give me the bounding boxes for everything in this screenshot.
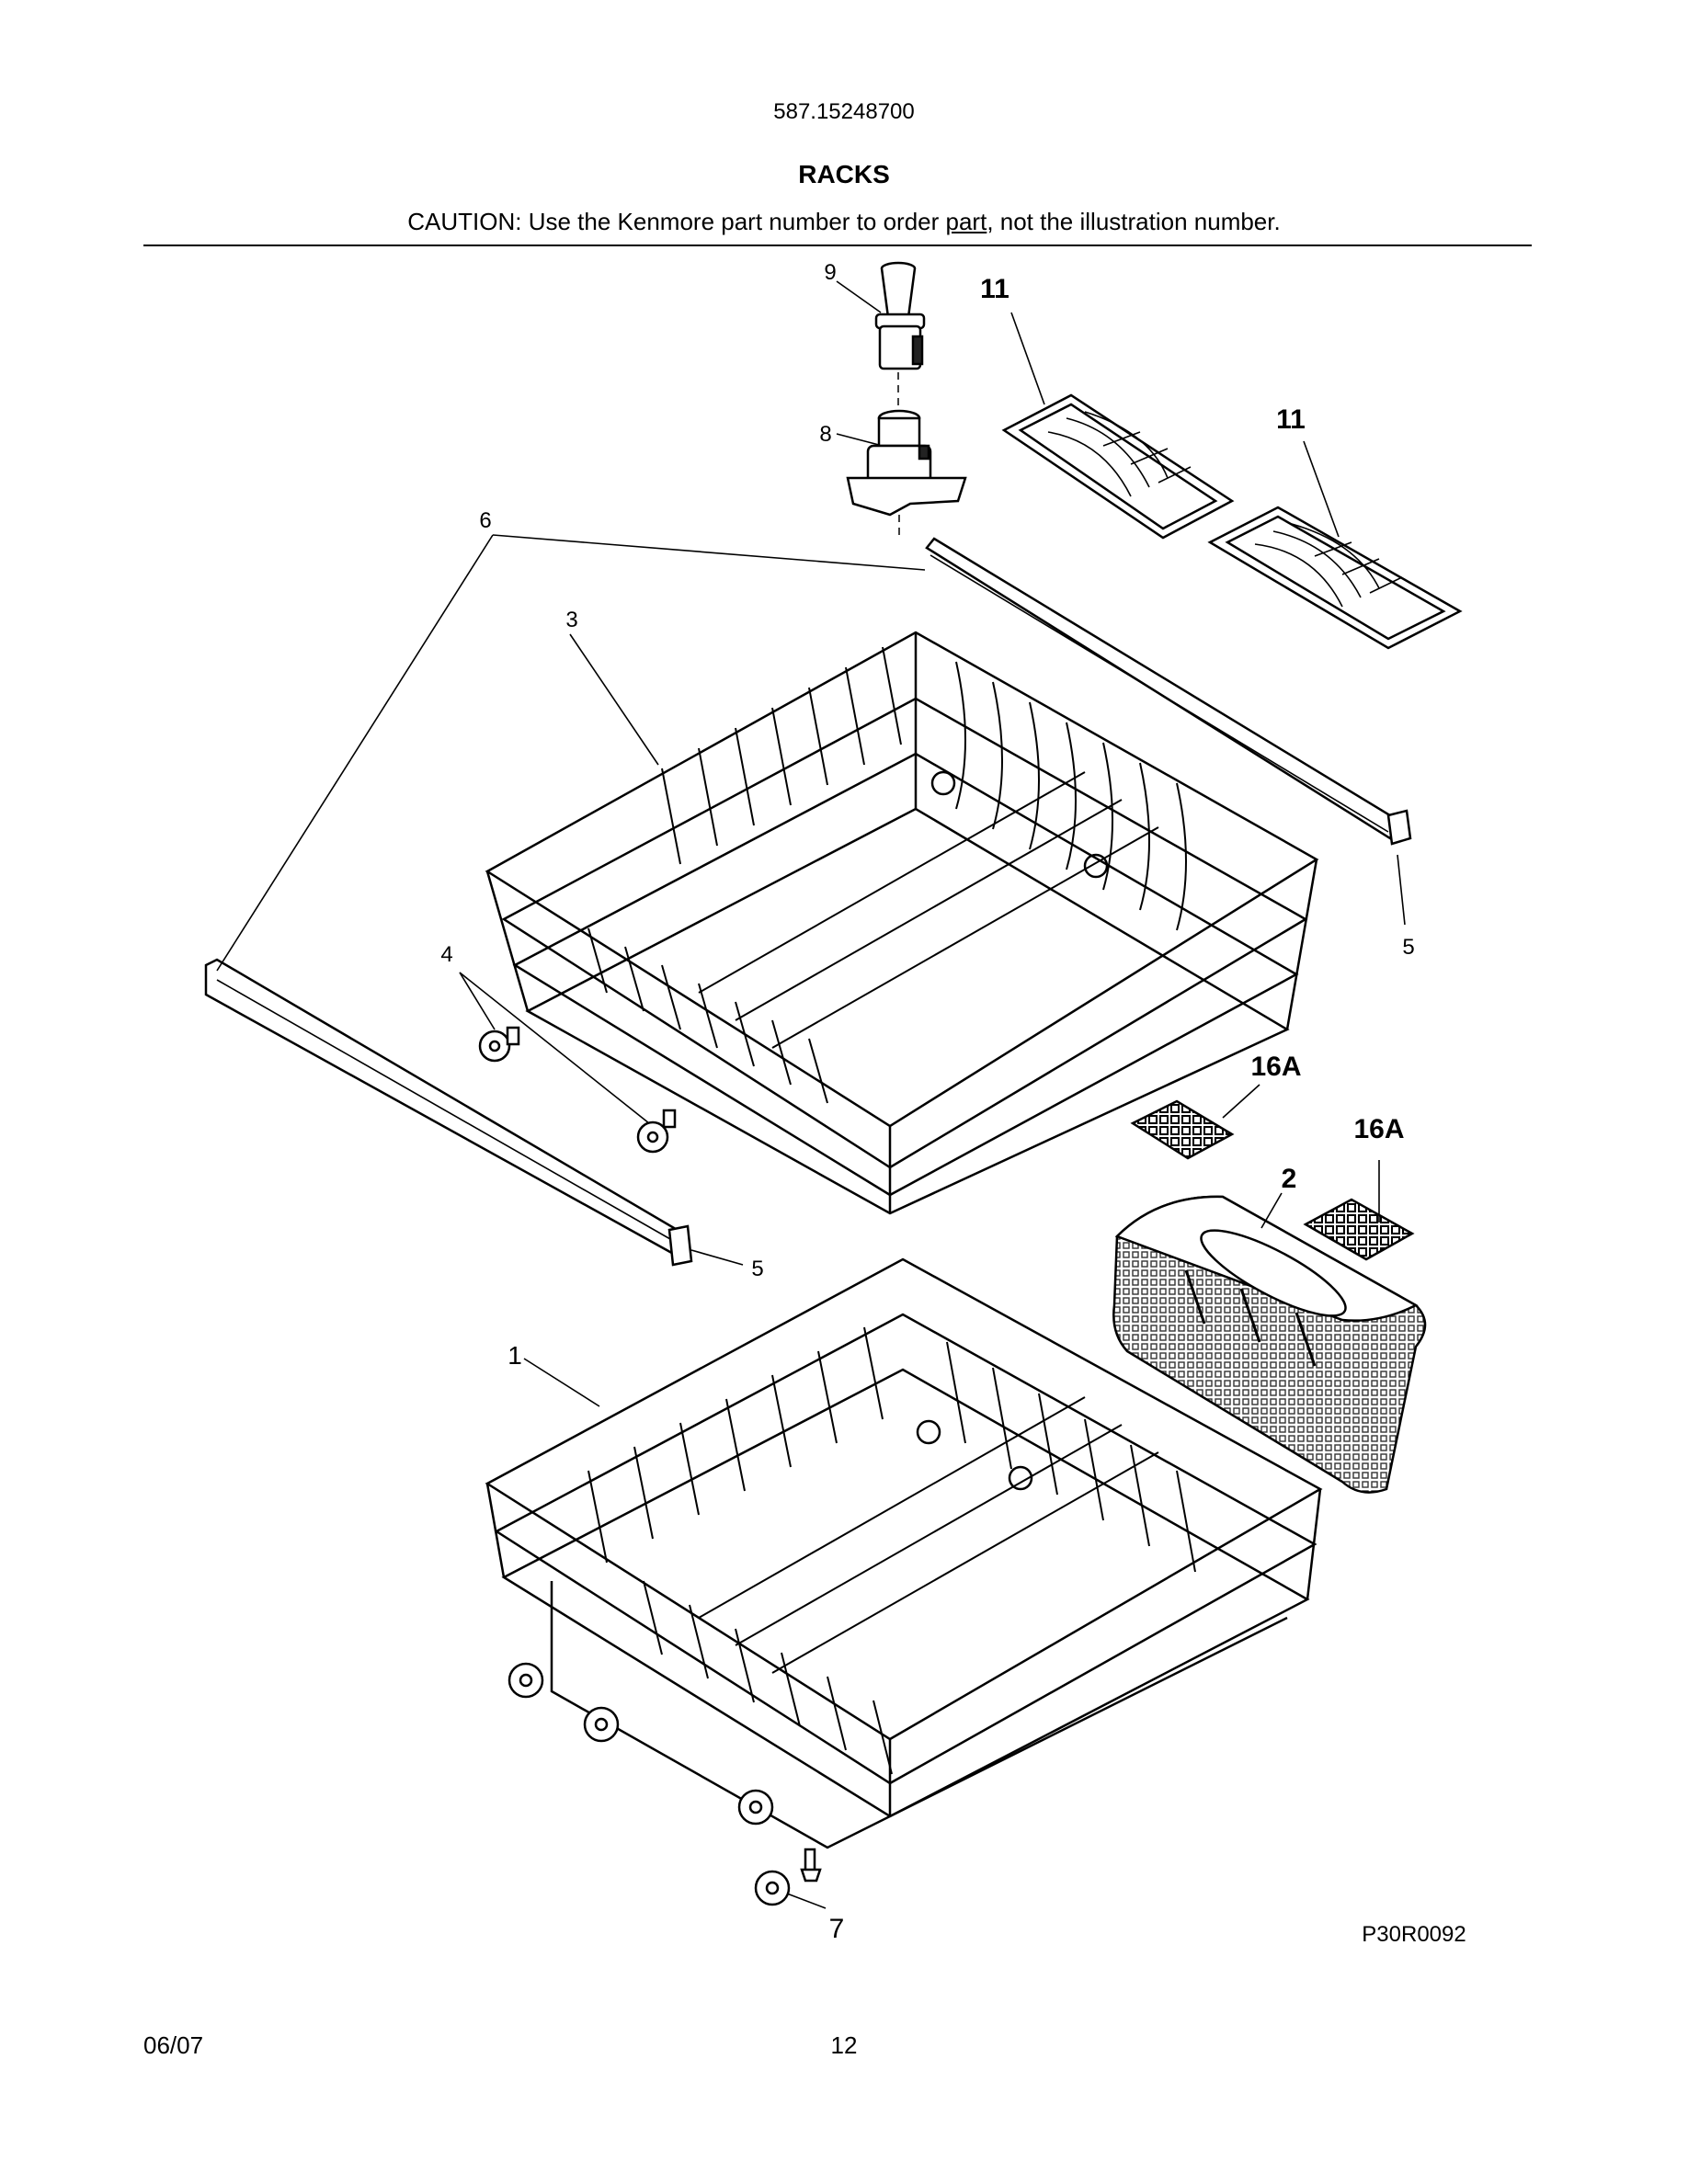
caution-part-link[interactable]: part bbox=[945, 208, 987, 235]
callout-basket-lid-b: 16A bbox=[1353, 1114, 1404, 1144]
leader-lines bbox=[216, 280, 1406, 1909]
upper-rack bbox=[485, 631, 1319, 1215]
callout-upper-wheel: 4 bbox=[440, 942, 452, 967]
callout-lower-rack: 1 bbox=[508, 1341, 522, 1370]
connector-part bbox=[846, 409, 967, 517]
cup-shelf-lower bbox=[1207, 506, 1463, 650]
upper-wheel-a bbox=[478, 1026, 520, 1063]
callout-lower-wheel: 7 bbox=[829, 1914, 845, 1944]
caution-text-prefix: CAUTION: Use the Kenmore part number to … bbox=[407, 208, 946, 235]
lower-wheel-2 bbox=[583, 1706, 620, 1743]
basket-lid-b bbox=[1303, 1198, 1415, 1261]
callout-silverware-basket: 2 bbox=[1282, 1164, 1297, 1194]
model-number: 587.15248700 bbox=[773, 99, 915, 124]
callout-shelf-b: 11 bbox=[1276, 404, 1306, 435]
callout-basket-lid-a: 16A bbox=[1250, 1052, 1301, 1082]
caution-text-suffix: , not the illustration number. bbox=[987, 208, 1281, 235]
basket-lid-a bbox=[1130, 1099, 1235, 1160]
lower-rack bbox=[485, 1257, 1323, 1849]
end-cap-right bbox=[1386, 809, 1412, 846]
page-number: 12 bbox=[830, 2031, 858, 2059]
cup-shelf-upper bbox=[1001, 393, 1235, 540]
nozzle-part bbox=[874, 261, 926, 370]
callout-shelf-a: 11 bbox=[980, 274, 1009, 304]
page-title: RACKS bbox=[798, 160, 890, 188]
lower-wheel-3 bbox=[737, 1789, 774, 1826]
lower-wheel-1 bbox=[508, 1662, 544, 1699]
callout-nozzle: 9 bbox=[824, 260, 836, 285]
callout-track-rail: 6 bbox=[479, 508, 491, 533]
callout-upper-rack: 3 bbox=[565, 608, 577, 632]
silverware-basket bbox=[1112, 1195, 1427, 1494]
callout-end-cap-right: 5 bbox=[1402, 935, 1414, 960]
track-rail-left bbox=[204, 958, 682, 1257]
lower-wheel-part bbox=[754, 1848, 822, 1906]
callout-end-cap-left: 5 bbox=[751, 1257, 763, 1281]
end-cap-left bbox=[667, 1224, 693, 1267]
callout-connector: 8 bbox=[819, 422, 831, 447]
figure-code: P30R0092 bbox=[1362, 1922, 1466, 1947]
upper-wheel-b bbox=[636, 1109, 677, 1154]
caution-note: CAUTION: Use the Kenmore part number to … bbox=[0, 208, 1688, 236]
header-divider bbox=[143, 245, 1532, 246]
footer-date: 06/07 bbox=[143, 2031, 204, 2059]
